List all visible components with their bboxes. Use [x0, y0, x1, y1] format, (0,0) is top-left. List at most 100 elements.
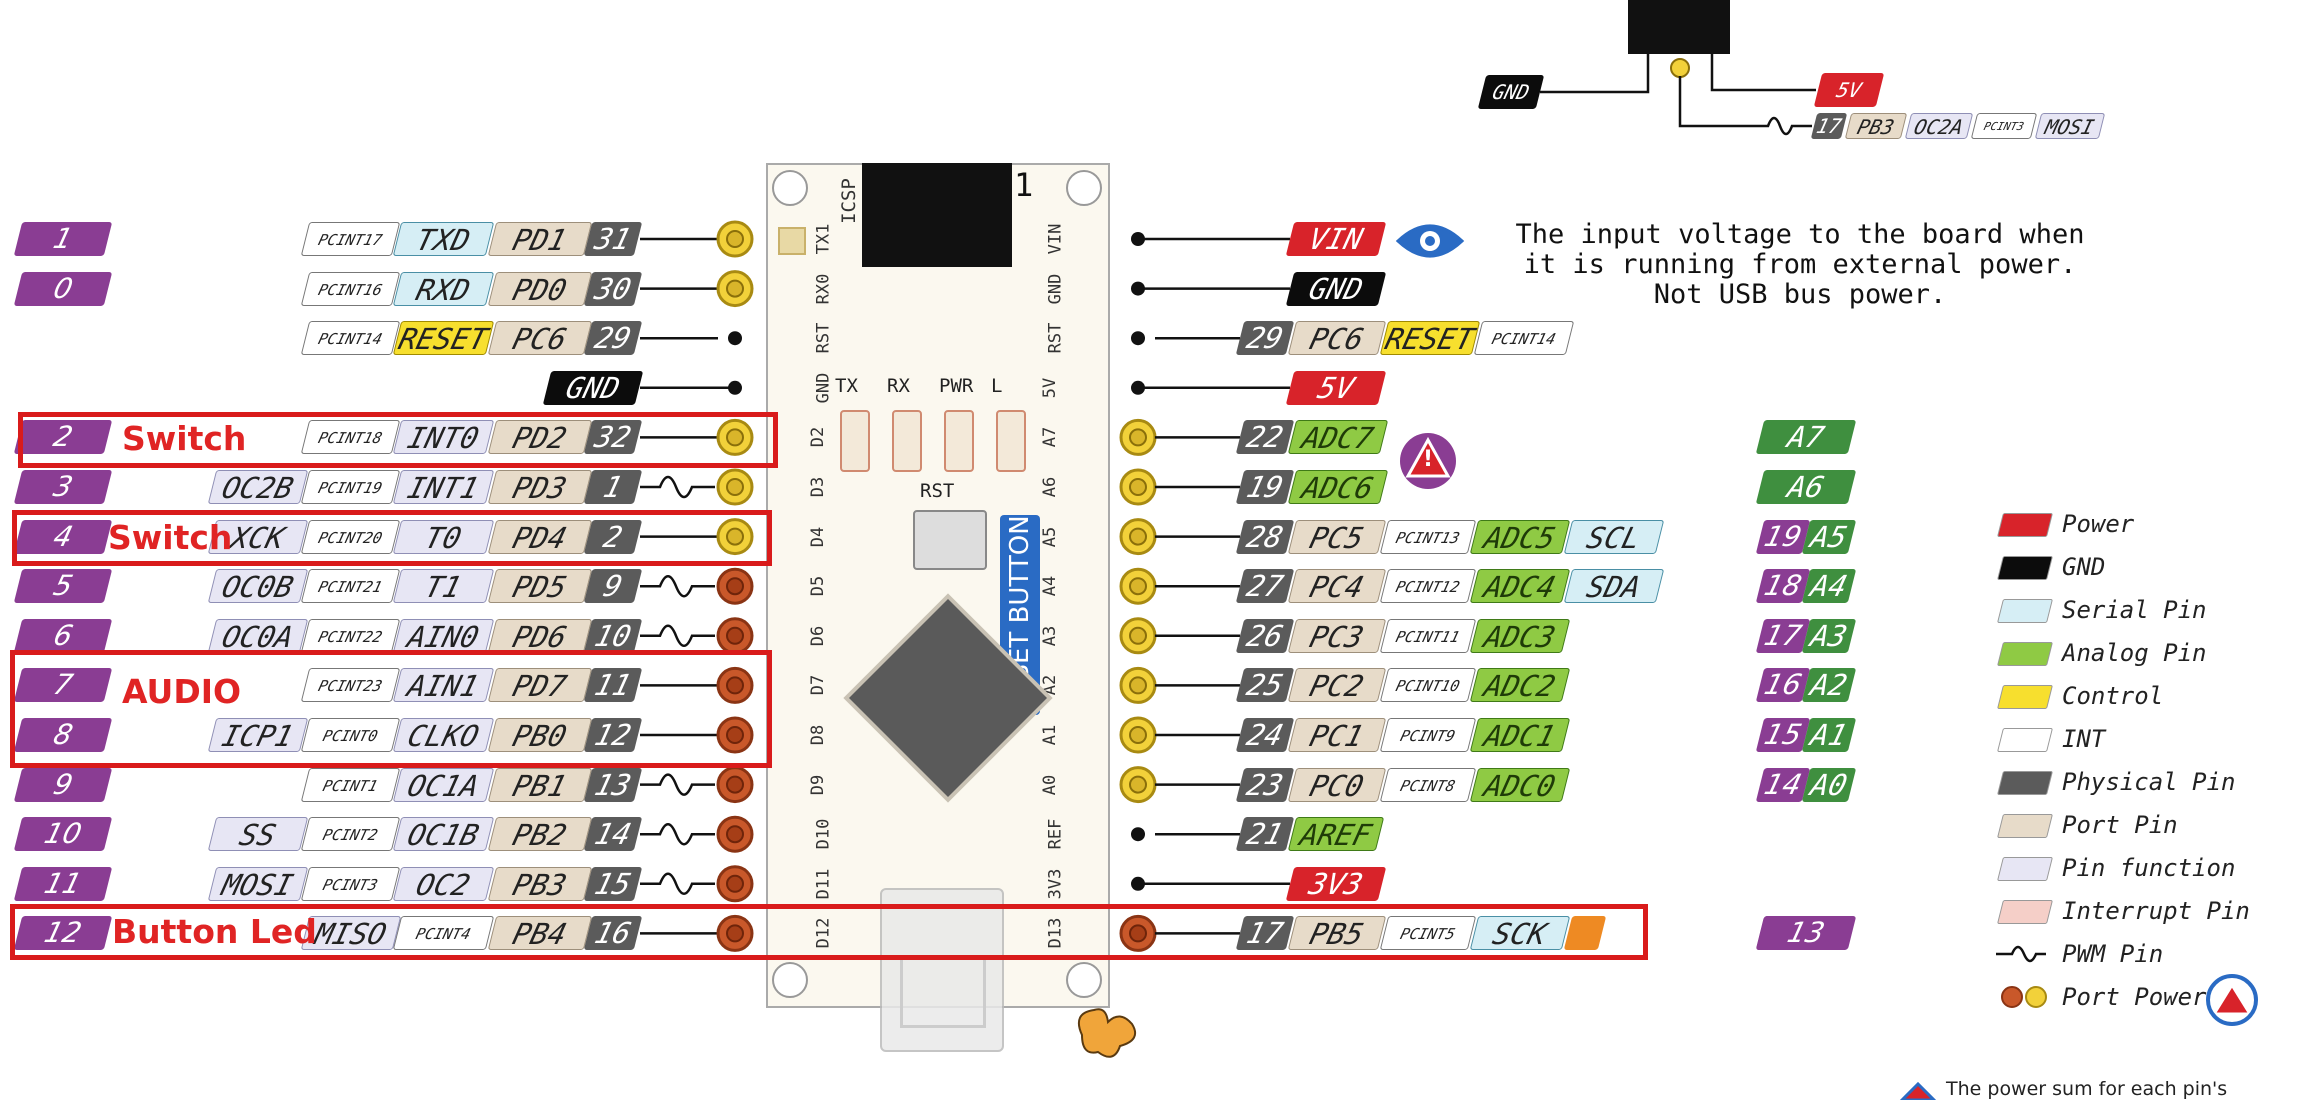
silk-left-3: GND	[813, 372, 834, 404]
physical-pin-number: 19	[1235, 470, 1295, 504]
port-pin-label: PB2	[487, 817, 593, 852]
silk-left-10: D8	[808, 724, 829, 746]
top-icsp-header	[1628, 0, 1730, 54]
arduino-pin-number: 3	[13, 470, 113, 504]
port-pin-label: PC5	[1287, 519, 1387, 554]
silk-left-1: RX0	[813, 273, 834, 304]
pwm-line	[640, 823, 715, 846]
analog-pin-label: A5	[1801, 519, 1857, 554]
pcint-label: PCINT19	[300, 470, 401, 504]
highlight-switch-d2	[18, 412, 778, 468]
endpoint-core	[726, 775, 744, 794]
power-label-gnd: GND	[1285, 271, 1387, 306]
top-icsp-tag: OC2A	[1904, 113, 1974, 139]
function-label: AIN0	[392, 618, 495, 653]
silk-right-2: RST	[1045, 322, 1066, 354]
arduino-pin-number: 0	[13, 271, 113, 306]
top-icsp-5v-line	[1710, 46, 1816, 92]
endpoint	[728, 331, 742, 346]
endpoint-core	[1129, 726, 1147, 744]
legend-swatch	[1997, 513, 2053, 537]
vin-note-line: it is running from external power.	[1523, 249, 2077, 280]
endpoint-core	[726, 726, 744, 744]
eye-pupil	[1425, 236, 1435, 246]
reset-button[interactable]	[913, 510, 987, 570]
serial-label: SCL	[1563, 519, 1665, 554]
port-pin-label: PD6	[487, 618, 593, 653]
port-pin-label: PB1	[487, 767, 593, 802]
physical-pin-number: 10	[583, 618, 643, 653]
led-component	[944, 410, 974, 472]
pcint-label: PCINT22	[300, 618, 401, 653]
pcint-label: PCINT10	[1379, 668, 1477, 703]
endpoint-core	[726, 478, 744, 496]
pcint-label: PCINT17	[300, 222, 401, 256]
legend-label: Power	[2062, 510, 2135, 538]
legend-label: GND	[2062, 553, 2106, 581]
pwm-line	[640, 624, 715, 647]
silk-left-7: D5	[808, 575, 829, 597]
vin-note-line: Not USB bus power.	[1653, 279, 1947, 310]
legend-label: Port Power	[2062, 983, 2207, 1011]
silk-left-2: RST	[813, 322, 834, 354]
endpoint-core	[726, 527, 744, 546]
icsp-label: ICSP	[837, 178, 860, 224]
endpoint	[1131, 827, 1145, 842]
analog-pin-label: A1	[1801, 718, 1857, 752]
warning-mark: !	[1423, 447, 1434, 472]
silk-right-9: A2	[1040, 675, 1061, 696]
physical-pin-number: 9	[583, 569, 643, 604]
silk-right-5: A6	[1040, 476, 1061, 498]
port-pin-label: PC3	[1287, 618, 1387, 653]
board-pin-square	[778, 227, 806, 255]
physical-pin-number: 25	[1235, 668, 1295, 703]
top-icsp-gnd: GND	[1477, 75, 1545, 109]
function-label: INT1	[392, 470, 495, 504]
mounting-hole	[1066, 170, 1102, 206]
alt-function-label: OC0B	[207, 569, 309, 604]
alt-function-label: MOSI	[207, 866, 309, 901]
silk-right-13: 3V3	[1045, 868, 1066, 900]
highlight-audio	[10, 650, 772, 768]
silk-right-8: A3	[1040, 625, 1061, 647]
annotation-switch-d4: Switch	[108, 518, 233, 557]
port-pin-label: PC1	[1287, 718, 1387, 752]
legend-swatch	[1997, 556, 2053, 580]
legend-swatch	[1997, 771, 2053, 795]
annotation-switch-d2: Switch	[122, 419, 247, 458]
silk-left-12: D10	[813, 818, 834, 850]
legend-pwm-icon	[1996, 945, 2046, 963]
pcint-label: PCINT14	[300, 321, 401, 356]
legend-warning-icon	[2211, 982, 2253, 1016]
physical-pin-number: 26	[1235, 618, 1295, 653]
function-label: OC1A	[392, 767, 495, 802]
silk-left-6: D4	[808, 526, 829, 547]
endpoint-core	[726, 676, 744, 695]
endpoint	[1131, 331, 1145, 346]
legend-swatch	[1997, 900, 2053, 924]
alt-function-label: SS	[207, 817, 309, 852]
led-component	[996, 410, 1026, 472]
function-label: OC1B	[392, 817, 495, 852]
arduino-pin-number: 1	[13, 222, 113, 256]
top-icsp-5v: 5V	[1813, 73, 1885, 107]
top-icsp-tag: PCINT3	[1970, 113, 2038, 139]
power-label-vin: VIN	[1285, 222, 1387, 256]
highlight-switch-d4	[12, 510, 772, 566]
usb-slot	[900, 955, 986, 1028]
power-label-3v3: 3V3	[1285, 866, 1387, 901]
endpoint-core	[1129, 527, 1147, 546]
silk-right-10: A1	[1040, 724, 1061, 746]
legend-label: INT	[2062, 725, 2106, 753]
legend-swatch	[1997, 599, 2053, 623]
annotation-button-led: Button Led	[112, 912, 317, 951]
function-label: TXD	[392, 222, 495, 256]
port-pin-label: PD1	[487, 222, 593, 256]
endpoint	[1131, 281, 1145, 296]
analog-label: ADC2	[1469, 668, 1571, 703]
silk-right-4: A7	[1040, 427, 1061, 448]
pcint-label: PCINT2	[300, 817, 401, 852]
pwm-line	[640, 773, 715, 796]
endpoint-core	[726, 577, 744, 596]
endpoint-core	[1129, 924, 1147, 943]
